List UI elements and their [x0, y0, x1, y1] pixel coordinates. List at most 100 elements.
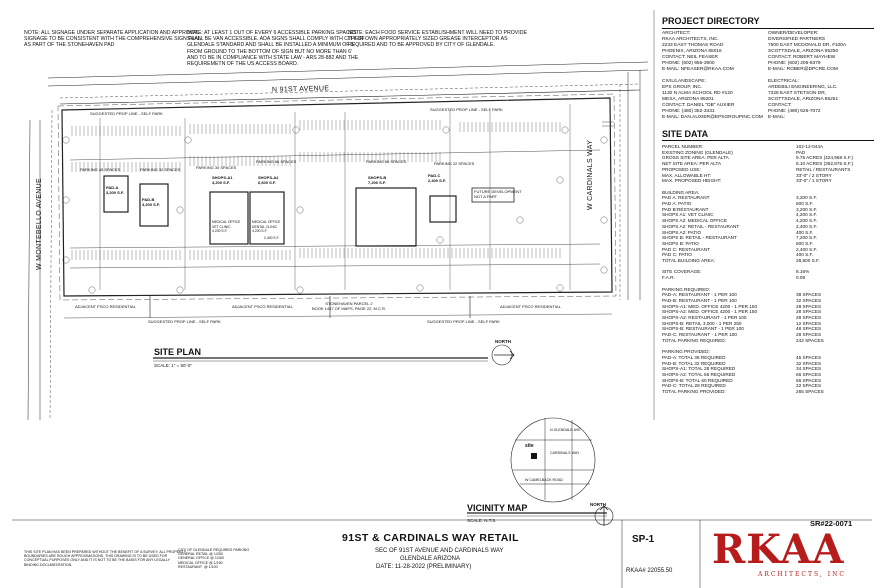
site-data-label: PAD-C: TOTAL 28 REQUIRED — [662, 383, 726, 389]
project-date: DATE: 11-28-2022 (PRELIMINARY) — [376, 564, 472, 570]
divider — [662, 140, 874, 141]
site-data-row: PAD A: PATIO 600 S.F. — [662, 201, 876, 207]
parcel-note: STONEHAVEN PARCEL 2 BOOK 1457 OF MAPS, P… — [312, 301, 386, 311]
site-data-value: 265 SPACES — [796, 389, 824, 395]
site-data-value: 2,400 S.F. — [796, 246, 818, 252]
site-data-value: 66 SPACES — [796, 377, 822, 383]
site-data-row: PAD-A: TOTAL 38 REQUIRED 45 SPACES — [662, 355, 876, 361]
site-data-value: 32 SPACES — [796, 297, 822, 303]
site-data-value: 4,200 S.F. — [796, 212, 818, 218]
site-data-value: 28 SPACES — [796, 303, 822, 309]
site-data-value: 38 SPACES — [796, 292, 822, 298]
site-data-value: 600 S.F. — [796, 201, 814, 207]
directory-line: PHONE: (602) 206-8379 — [768, 61, 821, 66]
directory-line: DIVERSIFIED PARTNERS — [768, 37, 826, 42]
site-data-label: SHOPS A1: VET CLINIC — [662, 212, 714, 218]
site-data-value: 8.10 ACRES (352,876 S.F.) — [796, 161, 854, 167]
site-data-label: PAD C: PATIO — [662, 252, 692, 258]
adjacent-label: ADJACENT PSCO RESIDENTIAL — [232, 304, 293, 309]
project-location: SEC OF 91ST AVENUE AND CARDINALS WAY — [375, 548, 504, 554]
site-data-value: 28 SPACES — [796, 332, 822, 338]
site-data-label: F.A.R. — [662, 275, 675, 281]
site-data-row: SHOPS A1: VET CLINIC 4,200 S.F. — [662, 212, 876, 218]
site-data-row: F.A.R.0.08 — [662, 275, 876, 281]
landscape-tree — [442, 126, 450, 134]
survey-disclaimer: THIS SITE PLAN HAS BEEN PREPARED WITHOUT… — [24, 550, 187, 567]
landscape-tree — [556, 176, 564, 184]
site-data-value: 12 SPACES — [796, 320, 822, 326]
site-data-value: 33'-0" / 1 STORY — [796, 178, 832, 184]
site-data-value: 48 SPACES — [796, 326, 822, 332]
site-data-label: PAD-B: TOTAL 32 REQUIRED — [662, 360, 726, 366]
site-data-label: PAD-A: TOTAL 38 REQUIRED — [662, 354, 726, 360]
site-data-row: MAX. ALLOWABLE HT:33'-0" / 2 STORY — [662, 173, 876, 179]
site-data-label: PAD B:RESTAURANT — [662, 206, 709, 212]
directory-line: 7500 EAST MCDONALD DR, #100A — [768, 43, 847, 48]
project-title: 91ST & CARDINALS WAY RETAIL — [342, 532, 519, 544]
site-data-row: TOTAL PARKING REQUIRED:242 SPACES — [662, 338, 876, 344]
site-data-value: 34 SPACES — [796, 366, 822, 372]
directory-line: RKAA ARCHITECTS, INC. — [662, 37, 719, 42]
directory-line: MESA, ARIZONA 85201 — [662, 97, 714, 102]
site-data-value: 242 SPACES — [796, 337, 824, 343]
site-data-label: BUILDING AREA: — [662, 189, 700, 195]
rkaa-logo: RKAA — [712, 526, 845, 573]
site-data-row: PARKING PROVIDED: — [662, 349, 876, 355]
site-data-label: PARCEL NUMBER: — [662, 144, 704, 149]
directory-line: SCOTTSDALE, ARIZONA 85250 — [768, 49, 839, 54]
site-data-label: PARKING PROVIDED: — [662, 349, 710, 355]
landscape-tree — [296, 206, 304, 214]
landscape-tree — [436, 236, 444, 244]
building-shops-a1: SHOPS-A1 4,200 S.F. — [212, 175, 233, 185]
vicinity-site-label: site — [525, 443, 534, 449]
site-data-row: SHOPS-A2: RESTAURANT - 1 PER 100 28 SPACE… — [662, 315, 876, 321]
site-data-row: PARCEL NUMBER:102-12-044A — [662, 144, 876, 150]
landscape-tree — [416, 284, 424, 292]
parking-ratios: CITY OF GLENDALE REQUIRED PARKING GENERA… — [178, 548, 250, 569]
site-data-row: TOTAL PARKING PROVIDED:265 SPACES — [662, 389, 876, 395]
site-data-label: SHOPS A2: MEDICAL OFFICE — [662, 218, 727, 224]
building-pad-b: PAD-B 3,200 S.F. — [142, 197, 161, 207]
directory-line: CONTACT: ROBERT MAYHEW — [768, 55, 836, 60]
parking-label: PARKING 66 SPACES — [256, 159, 297, 164]
site-data-title: SITE DATA — [662, 129, 709, 139]
directory-left-column: ARCHITECT:RKAA ARCHITECTS, INC.2233 EAST… — [662, 31, 763, 121]
directory-line: 2233 EAST THOMAS ROAD — [662, 43, 724, 48]
site-data-label: PARKING REQUIRED: — [662, 286, 711, 292]
site-data-row: TOTAL BUILDING AREA:28,800 S.F. — [662, 258, 876, 264]
site-data-label: SHOPS-A2: RESTAURANT - 1 PER 100 — [662, 315, 747, 321]
future-development: FUTURE DEVELOPMENT NOT A PART — [474, 189, 522, 199]
site-data-value: 28 SPACES — [796, 315, 822, 321]
site-data-label: SHOPS-A2: MED. OFFICE 4200 - 1 PER 150 — [662, 309, 758, 315]
directory-line: E-MAIL: rober@dpcre.com — [768, 67, 838, 72]
site-data-label: PAD-B: RESTAURANT - 1 PER 100 — [662, 297, 737, 303]
site-data-label: PAD A: PATIO — [662, 201, 692, 207]
landscape-tree — [556, 284, 564, 292]
landscape-tree — [600, 266, 608, 274]
site-data-label: PAD A: RESTAURANT — [662, 195, 710, 201]
suggested-prop-line: SUGGESTED PROP LINE - SELF PARK — [430, 107, 503, 112]
site-data-value: 28,800 S.F. — [796, 258, 820, 264]
site-plan-label: SITE PLAN — [154, 347, 202, 357]
landscape-tree — [184, 136, 192, 144]
site-data-row: PAD-B: RESTAURANT - 1 PER 100 32 SPACES — [662, 298, 876, 304]
case-number: SR#22-0071 — [810, 519, 853, 528]
landscape-tree — [561, 126, 569, 134]
vicinity-street: CARDINALS WAY — [550, 451, 580, 455]
site-data-label: PROPOSED USE: — [662, 166, 701, 172]
site-data-value: 45 SPACES — [796, 354, 822, 360]
landscape-tree — [62, 136, 70, 144]
